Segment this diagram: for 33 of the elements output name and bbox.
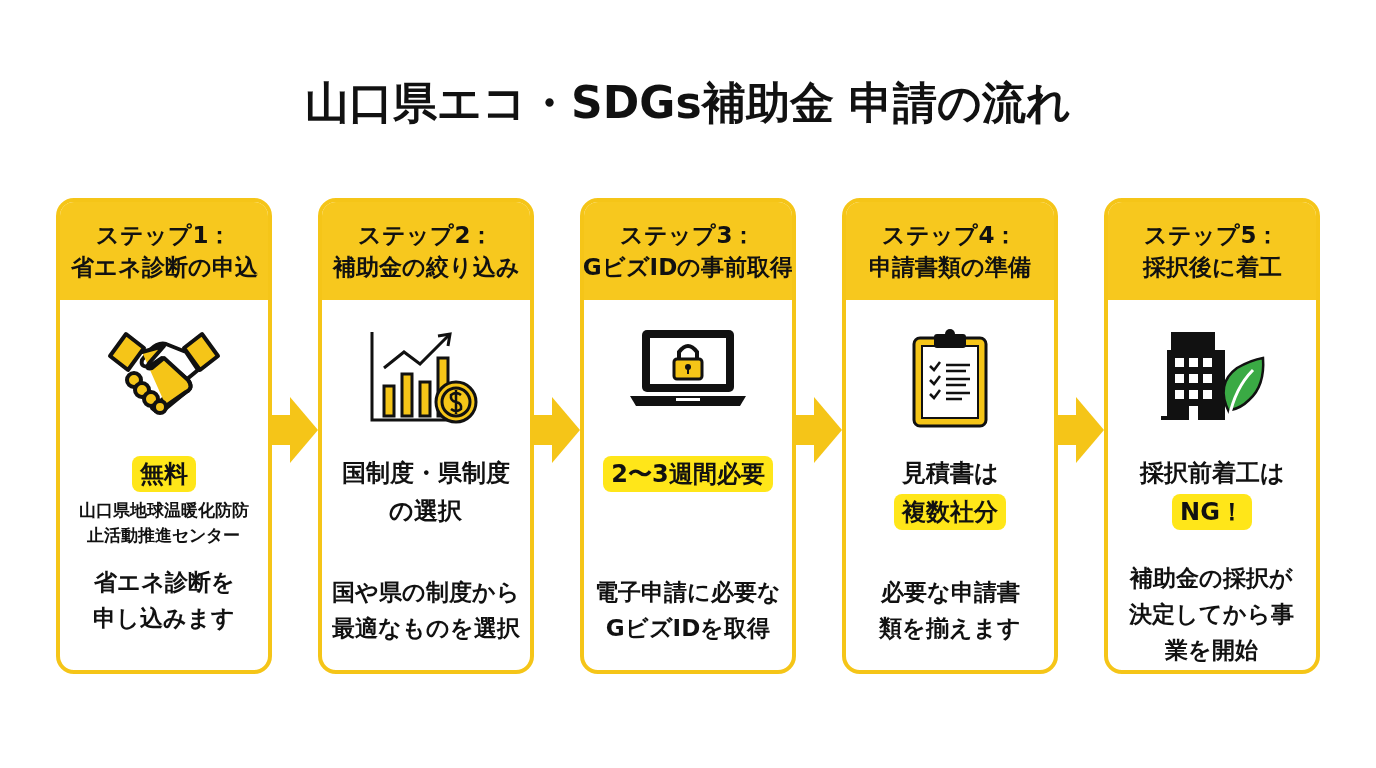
description-text: 電子申請に必要なGビズIDを取得 bbox=[594, 578, 782, 643]
arrow bbox=[1058, 397, 1104, 463]
step-card bbox=[318, 198, 534, 674]
key-point-text: 見積書は bbox=[901, 458, 999, 489]
step-card bbox=[1104, 198, 1320, 674]
description-text: 補助金の採択が決定してから事業を開始 bbox=[1128, 564, 1296, 665]
step-card bbox=[56, 198, 272, 674]
organization-name: 山口県地球温暖化防防止活動推進センター bbox=[78, 499, 250, 547]
step-number: ステップ1： bbox=[96, 221, 232, 250]
description-text: 国や県の制度から最適なものを選択 bbox=[331, 578, 521, 643]
step-card bbox=[842, 198, 1058, 674]
step-number: ステップ4： bbox=[882, 221, 1018, 250]
highlight-label: 2〜3週間必要 bbox=[603, 456, 773, 492]
page-title: 山口県エコ・SDGs補助金 申請の流れ bbox=[304, 76, 1072, 130]
step-number: ステップ3： bbox=[620, 221, 756, 250]
highlight-label: 複数社分 bbox=[894, 494, 1006, 530]
arrow bbox=[534, 397, 580, 463]
description-text: 省エネ診断を申し込みます bbox=[92, 568, 236, 633]
step-title: 補助金の絞り込み bbox=[332, 253, 520, 282]
arrow bbox=[796, 397, 842, 463]
highlight-label: NG！ bbox=[1172, 494, 1252, 530]
description-text: 必要な申請書類を揃えます bbox=[878, 578, 1022, 643]
step-number: ステップ2： bbox=[358, 221, 494, 250]
arrow bbox=[272, 397, 318, 463]
step-title: GビズIDの事前取得 bbox=[584, 253, 792, 282]
step-title: 申請書類の準備 bbox=[869, 253, 1031, 282]
key-point-text: 採択前着工は bbox=[1139, 458, 1285, 489]
step-title: 採択後に着工 bbox=[1142, 253, 1282, 282]
step-card bbox=[580, 198, 796, 674]
key-point-text: 国制度・県制度の選択 bbox=[341, 458, 511, 527]
step-title: 省エネ診断の申込 bbox=[70, 253, 258, 282]
step-number: ステップ5： bbox=[1144, 221, 1280, 250]
highlight-label: 無料 bbox=[132, 456, 196, 492]
